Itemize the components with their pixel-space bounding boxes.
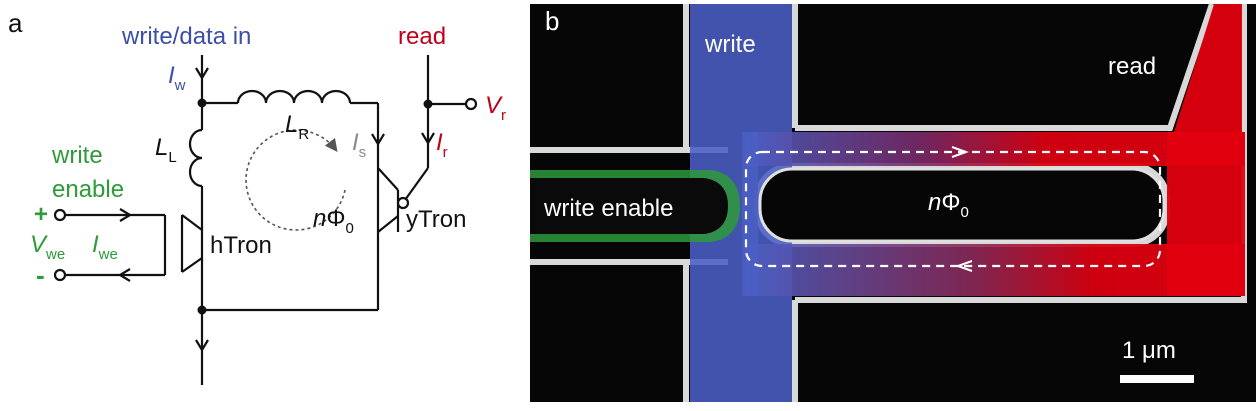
- label-vr: Vr: [485, 92, 506, 124]
- scale-bar: [1120, 375, 1194, 383]
- panel-b: b write read write enable nΦ0 1 μm: [530, 3, 1256, 402]
- label-nphi0-a: nΦ0: [313, 205, 354, 237]
- node-bottom: [197, 305, 207, 315]
- loop-arrow-bottom: [955, 260, 973, 272]
- label-vwe: Vwe: [30, 231, 65, 263]
- inductor-ll: [188, 128, 203, 188]
- node-read: [423, 99, 433, 109]
- write-enable-line2: enable: [52, 176, 124, 203]
- label-lr: LR: [285, 111, 309, 143]
- loop-hole: [758, 167, 1166, 243]
- panel-b-label: b: [545, 6, 559, 36]
- label-htron: hTron: [210, 232, 272, 259]
- panel-a-label: a: [8, 8, 23, 38]
- scale-bar-label: 1 μm: [1122, 337, 1176, 364]
- write-enable-line1: write: [51, 142, 103, 169]
- channel-bottom: [745, 244, 1245, 296]
- sem-nphi0-label: nΦ0: [928, 189, 969, 221]
- node-top: [197, 98, 207, 108]
- panel-a: a write/data in read: [8, 8, 506, 385]
- label-ytron: yTron: [406, 206, 466, 233]
- inductor-lr: [236, 89, 352, 104]
- minus-sign: -: [36, 260, 45, 290]
- plus-sign: +: [34, 201, 48, 228]
- sem-write-label: write: [704, 31, 756, 58]
- label-ir: Ir: [436, 129, 448, 161]
- label-iw: Iw: [168, 62, 186, 94]
- circulation-arrow: [245, 129, 346, 231]
- label-ll: LL: [155, 134, 177, 166]
- sem-write-enable-label: write enable: [543, 195, 673, 222]
- read-lead: [1174, 4, 1242, 132]
- read-label: read: [398, 23, 446, 50]
- write-data-in-label: write/data in: [121, 23, 251, 50]
- write-enable-inner: [530, 178, 728, 234]
- label-is: Is: [352, 129, 366, 161]
- dashed-loop: [744, 150, 1162, 268]
- label-iwe: Iwe: [92, 231, 118, 263]
- channel-top: [745, 132, 1245, 166]
- loop-arrow-top: [951, 146, 969, 158]
- sem-read-label: read: [1108, 53, 1156, 80]
- circuit-wires: [53, 55, 478, 385]
- channel-right: [1167, 132, 1245, 296]
